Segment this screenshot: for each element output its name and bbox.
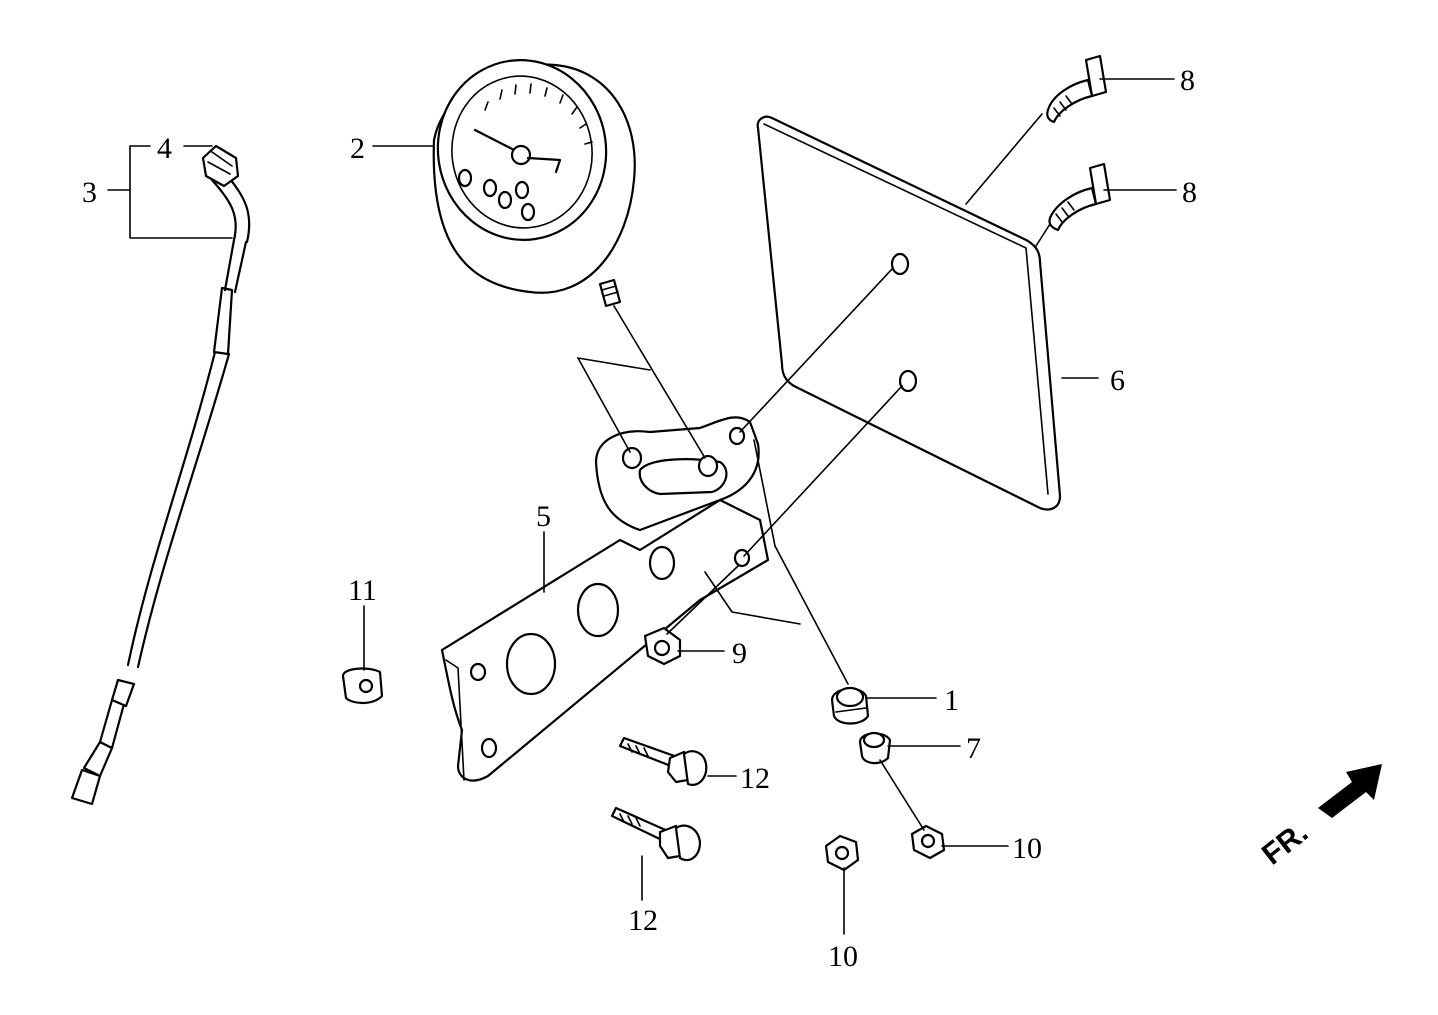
callout-leaders [107,78,1177,935]
nut-10-bottom [824,834,860,872]
direction-label: FR. [1256,816,1314,872]
bolt-8-lower [1048,162,1112,232]
callout-11: 11 [348,574,377,607]
assembly-lines [577,113,1051,831]
callout-8-upper: 8 [1180,64,1195,97]
visor-plate [756,115,1062,511]
collar-7 [858,731,892,765]
nut-10-right [910,824,946,860]
callout-7: 7 [966,732,981,765]
callout-labels: 1 2 3 4 5 6 7 8 8 9 10 10 11 12 12 [82,64,1197,973]
collar-11 [341,667,384,705]
bolt-12-lower [610,806,702,862]
grommet-1 [830,686,870,725]
bolt-12-upper [618,736,708,786]
meter-bracket [440,416,770,782]
nut-9 [643,626,682,666]
callout-10-right: 10 [1012,832,1042,865]
callout-8-lower: 8 [1182,176,1197,209]
callout-2: 2 [350,132,365,165]
callout-12-lower: 12 [628,904,658,937]
callout-9: 9 [732,637,747,670]
callout-4: 4 [157,132,172,165]
callout-6: 6 [1110,364,1125,397]
front-direction-indicator: FR. [1256,764,1382,872]
callout-1: 1 [944,684,959,717]
front-arrow-icon [1318,764,1382,818]
callout-5: 5 [536,500,551,533]
bolt-8-upper [1046,54,1108,124]
callout-3: 3 [82,176,97,209]
speedometer-cable [70,144,251,806]
callout-10-bottom: 10 [828,940,858,973]
speedometer-meter [432,59,636,308]
callout-12-upper: 12 [740,762,770,795]
